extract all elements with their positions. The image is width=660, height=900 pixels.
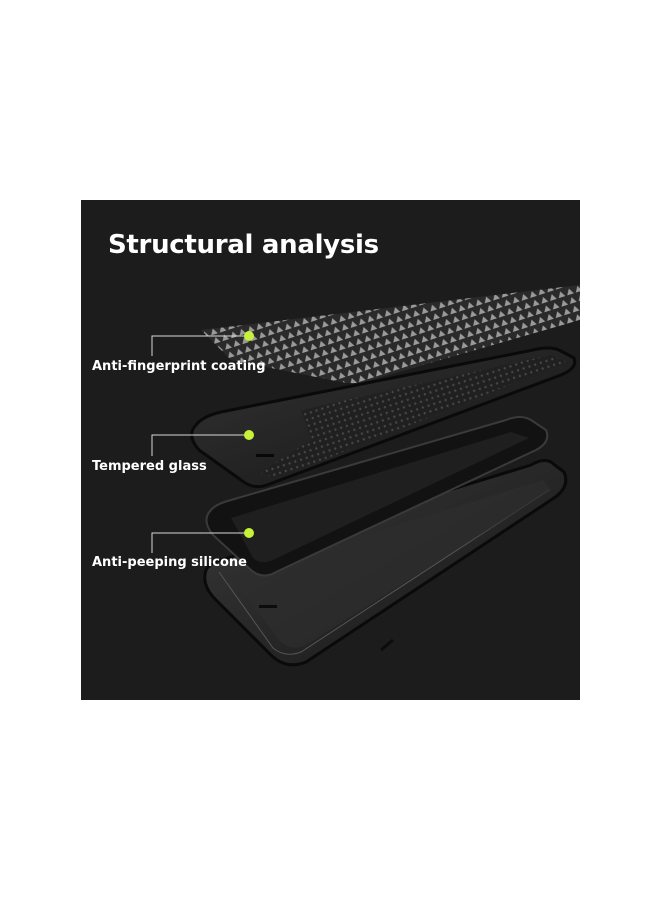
leader-line-silicone — [151, 532, 247, 553]
silicone-marker-dot — [244, 528, 254, 538]
phone-silicone-layer-shape — [203, 459, 568, 667]
coating-marker-dot — [244, 331, 254, 341]
product-image-panel: Structural analysis Anti-fingerprint coa… — [81, 200, 580, 700]
textured-coating-layer-shape — [201, 285, 580, 384]
label-tempered-glass: Tempered glass — [92, 459, 207, 474]
glass-marker-dot — [244, 430, 254, 440]
leader-line-coating — [151, 335, 247, 356]
glass-layer-shape — [205, 416, 549, 577]
layer-illustration — [151, 285, 580, 667]
page-title: Structural analysis — [108, 230, 379, 260]
tempered-glass-layer-shape — [190, 346, 577, 489]
label-anti-fingerprint-coating: Anti-fingerprint coating — [92, 359, 266, 374]
leader-line-glass — [151, 434, 247, 456]
label-anti-peeping-silicone: Anti-peeping silicone — [92, 555, 247, 570]
leader-lines — [151, 335, 247, 553]
